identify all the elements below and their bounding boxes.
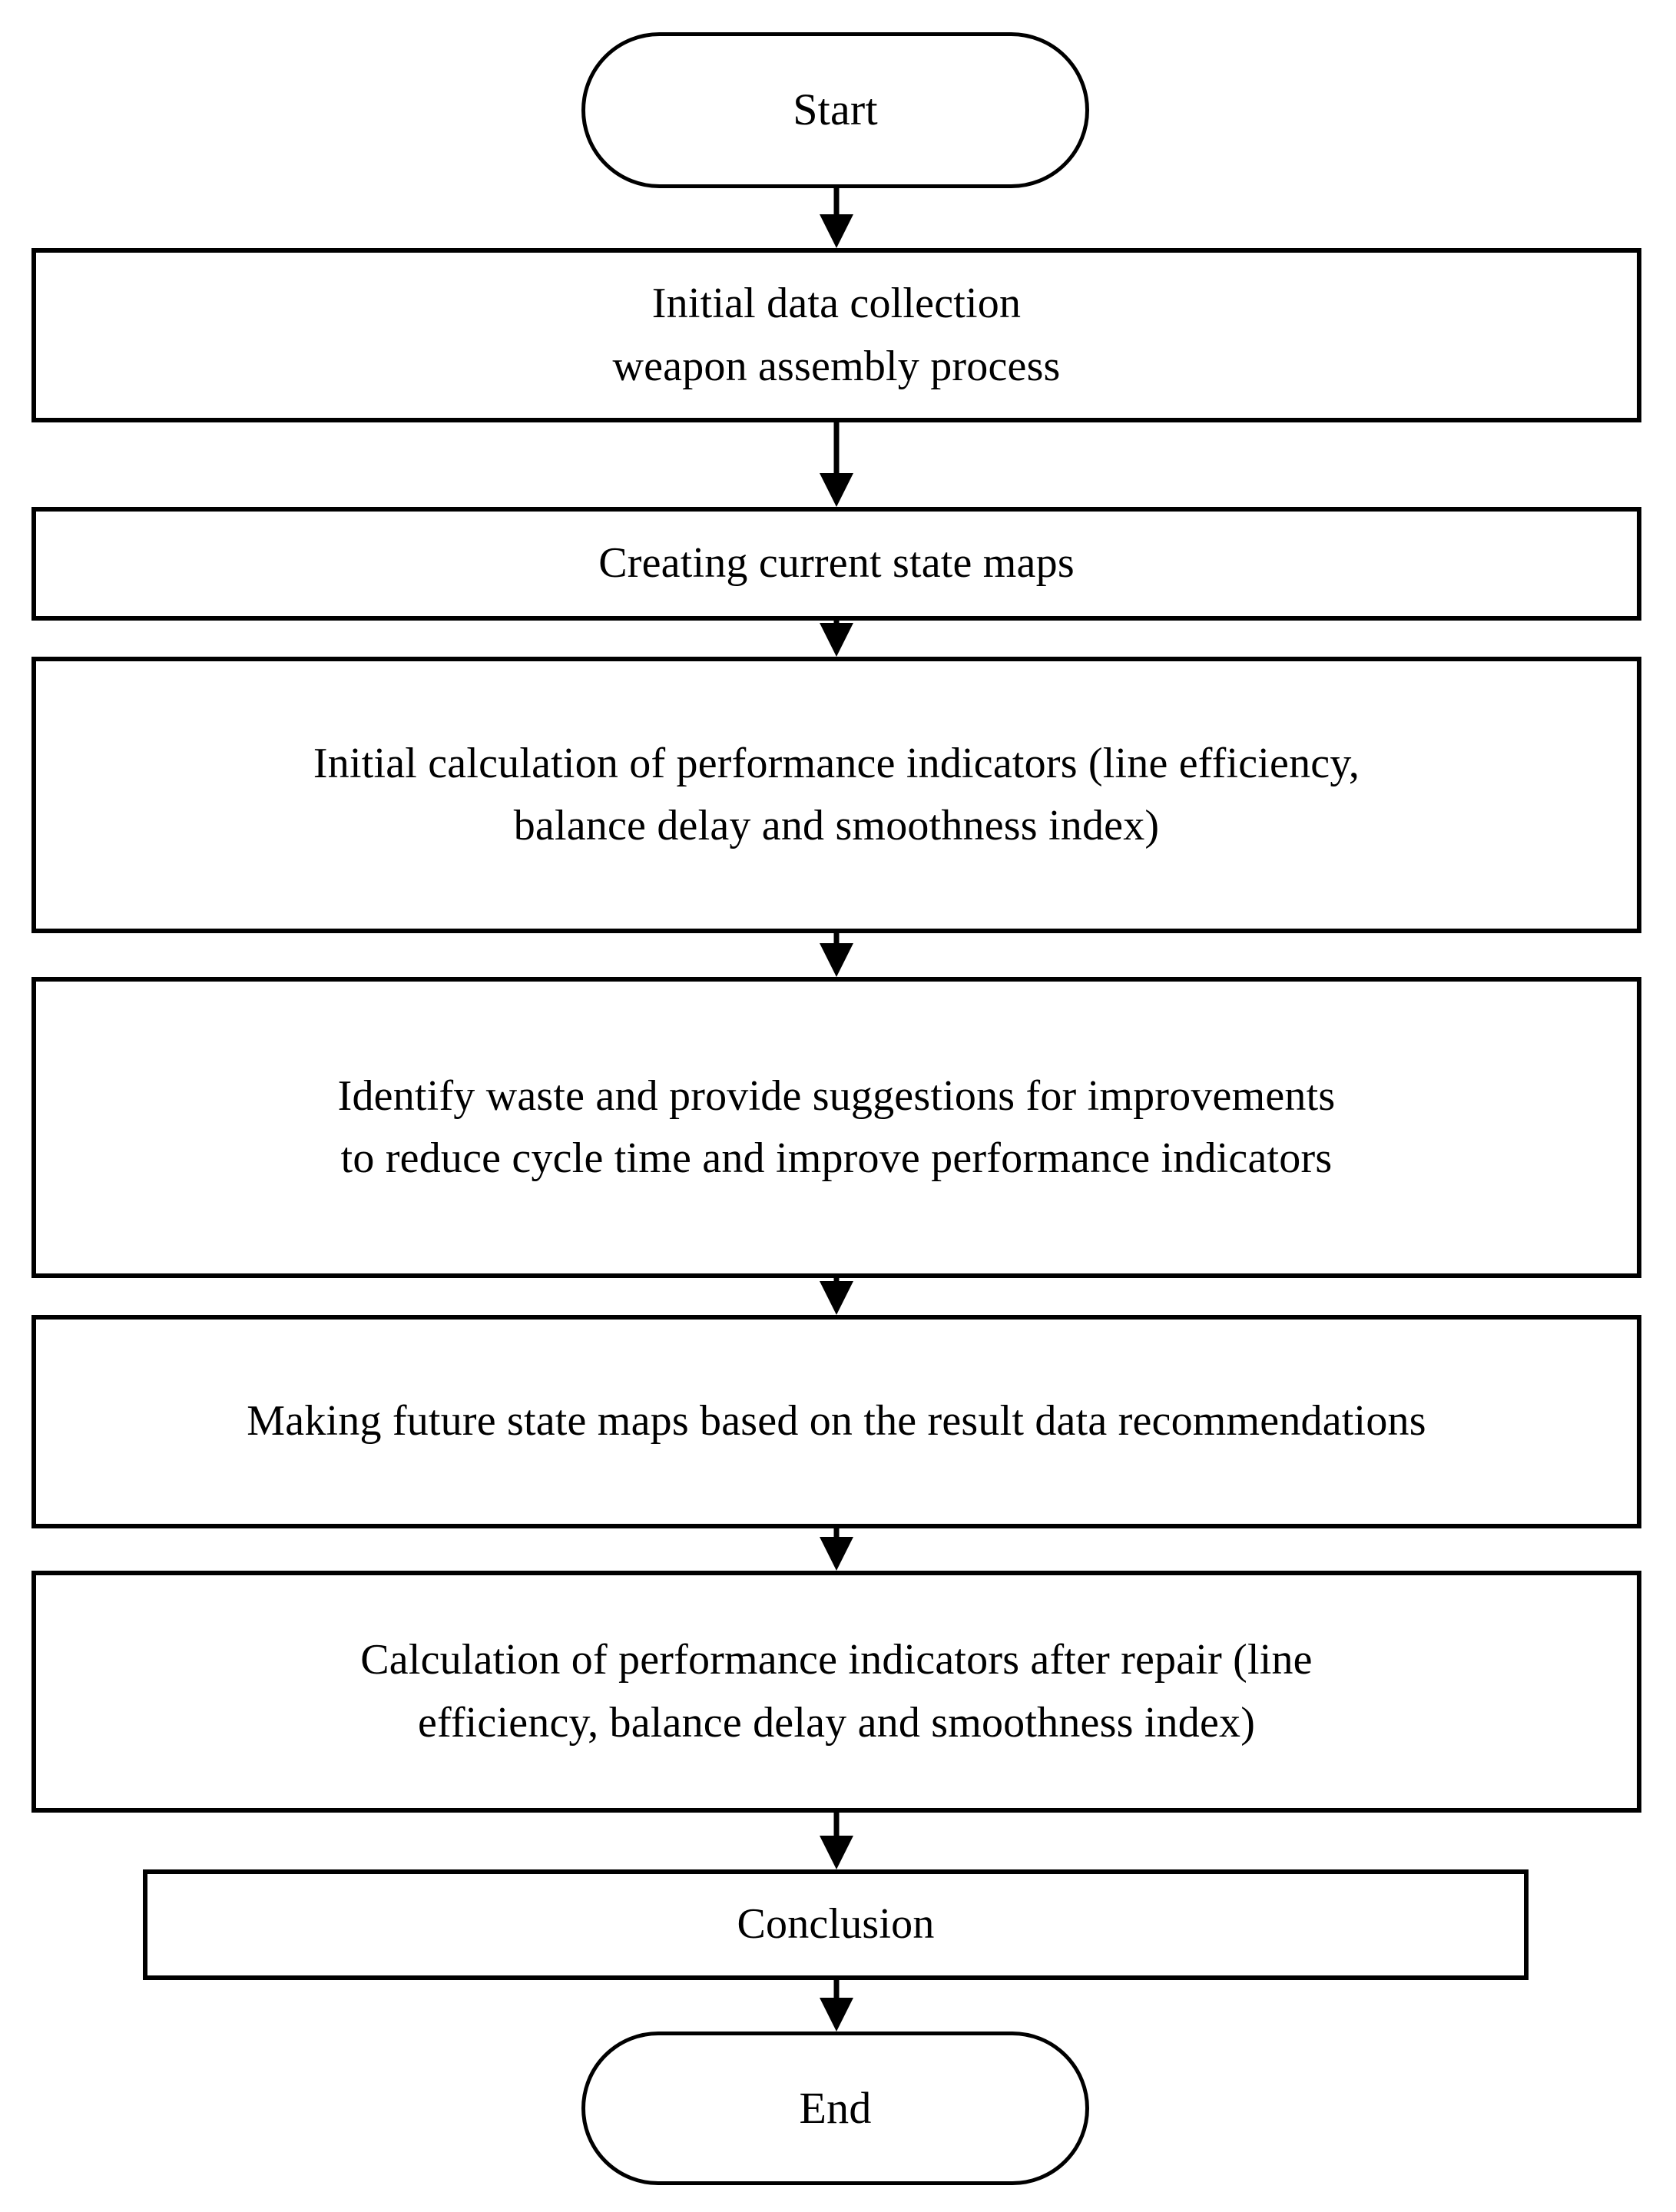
node-conclusion[interactable]: Conclusion [143, 1869, 1529, 1980]
node-initial-data-collection[interactable]: Initial data collection weapon assembly … [31, 248, 1641, 422]
node-end-label: End [799, 2082, 872, 2133]
node-initial-performance-calculation[interactable]: Initial calculation of performance indic… [31, 657, 1641, 933]
node-current-state-maps-label: Creating current state maps [598, 539, 1075, 588]
node-identify-waste[interactable]: Identify waste and provide suggestions f… [31, 977, 1641, 1278]
node-conclusion-label: Conclusion [737, 1900, 935, 1949]
node-current-state-maps[interactable]: Creating current state maps [31, 507, 1641, 621]
node-start[interactable]: Start [581, 32, 1089, 188]
node-initial-performance-calculation-label: Initial calculation of performance indic… [313, 739, 1360, 849]
node-start-label: Start [793, 84, 878, 135]
node-identify-waste-label: Identify waste and provide suggestions f… [337, 1071, 1336, 1182]
node-performance-after-repair[interactable]: Calculation of performance indicators af… [31, 1571, 1641, 1813]
node-end[interactable]: End [581, 2032, 1089, 2185]
node-initial-data-collection-label: Initial data collection weapon assembly … [612, 280, 1061, 390]
node-future-state-maps[interactable]: Making future state maps based on the re… [31, 1315, 1641, 1528]
node-future-state-maps-label: Making future state maps based on the re… [247, 1397, 1426, 1445]
node-performance-after-repair-label: Calculation of performance indicators af… [360, 1636, 1313, 1747]
